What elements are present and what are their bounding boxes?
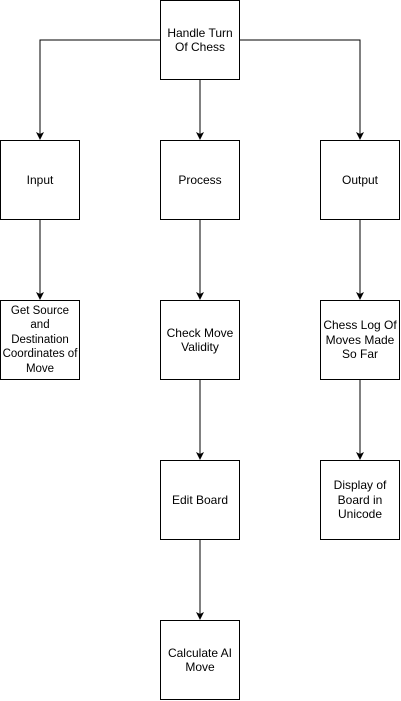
node-label: Chess Log Of Moves Made So Far [323,318,397,362]
edge-root-to-output [240,39,364,140]
node-label: Output [341,172,379,187]
node-label: Handle Turn Of Chess [167,25,233,55]
node-label: Calculate AI Move [167,645,233,675]
node-edit-board: Edit Board [160,460,240,540]
node-label: Display of Board in Unicode [333,478,387,522]
node-label: Get Source and Destination Coordinates o… [2,304,78,375]
node-handle-turn-of-chess: Handle Turn Of Chess [160,0,240,80]
edge-root-to-input [36,39,160,140]
node-label: Check Move Validity [166,325,234,355]
node-label: Edit Board [171,492,229,507]
node-calculate-ai-move: Calculate AI Move [160,620,240,700]
node-label: Process [178,172,222,187]
node-get-source-destination: Get Source and Destination Coordinates o… [0,300,80,380]
node-display-board-unicode: Display of Board in Unicode [320,460,400,540]
node-process: Process [160,140,240,220]
node-chess-log: Chess Log Of Moves Made So Far [320,300,400,380]
node-output: Output [320,140,400,220]
node-input: Input [0,140,80,220]
node-check-move-validity: Check Move Validity [160,300,240,380]
node-label: Input [26,172,54,187]
